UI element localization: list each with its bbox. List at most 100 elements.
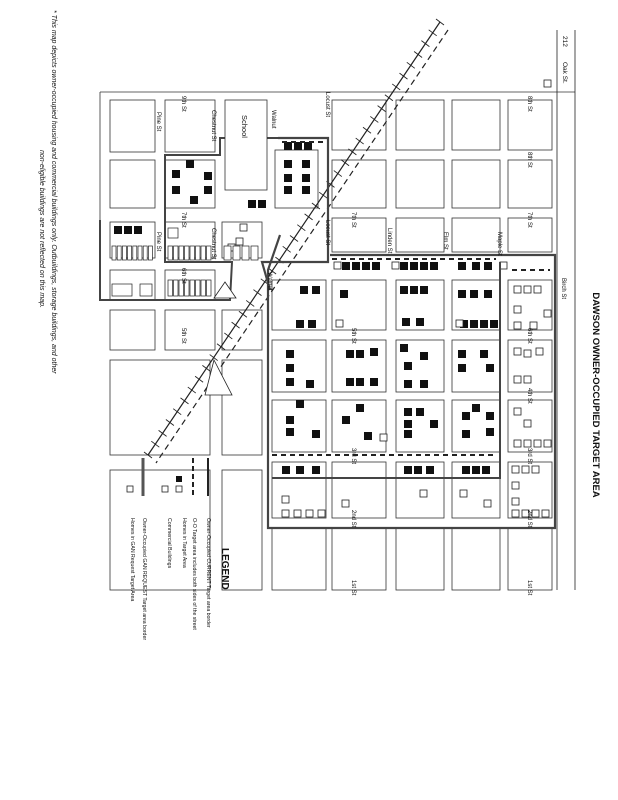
school-building (224, 99, 268, 191)
city-block (395, 279, 445, 331)
home-marker-open (529, 321, 538, 330)
legend-gan-homes-swatch (126, 485, 134, 493)
home-marker-filled (190, 196, 198, 204)
commercial-building (111, 245, 117, 261)
commercial-building (167, 245, 173, 261)
home-marker-filled (312, 466, 320, 474)
home-marker-filled (370, 378, 378, 386)
railroad-tie (209, 354, 218, 361)
home-marker-open (511, 465, 520, 474)
home-marker-open (543, 309, 552, 318)
legend-heading: LEGEND (219, 548, 230, 590)
home-marker-open (239, 223, 248, 232)
home-marker-filled (472, 404, 480, 412)
city-block (331, 339, 387, 393)
home-marker-open (455, 319, 464, 328)
home-marker-open (521, 465, 530, 474)
railroad-tie (377, 105, 386, 112)
home-marker-filled (302, 174, 310, 182)
commercial-building (195, 245, 201, 261)
current-target-border (266, 234, 557, 530)
home-marker-open (281, 509, 290, 518)
homes-in-target-area (114, 142, 498, 474)
home-marker-filled (302, 186, 310, 194)
home-marker-filled (484, 262, 492, 270)
street-label-8th-west: 8th St (526, 152, 532, 168)
legend-item-gan-border: Owner-Occupied GAN REQUEST Target area b… (141, 518, 147, 640)
legend-item-gan-homes: Homes in GAN Request Target Area (129, 518, 135, 601)
city-block (109, 159, 156, 209)
home-marker-open (511, 509, 520, 518)
home-marker-open (499, 261, 508, 270)
map-title: DAWSON OWNER-OCCUPIED TARGET AREA (590, 292, 601, 497)
home-marker-open (341, 499, 350, 508)
city-block (451, 217, 501, 253)
home-marker-filled (430, 262, 438, 270)
railroad-tie (391, 83, 401, 91)
home-marker-filled (460, 320, 468, 328)
railroad-tie (151, 440, 160, 448)
city-block (164, 309, 216, 351)
street-label-4th-east: 4th St (526, 388, 532, 404)
home-marker-filled (404, 466, 412, 474)
street-label-chestnut: Chestnut St (210, 110, 216, 142)
home-marker-filled (480, 350, 488, 358)
legend-item-homes: Homes in Target Area (181, 518, 187, 568)
commercial-building (111, 283, 133, 297)
home-marker-open (305, 509, 314, 518)
city-block (451, 527, 501, 591)
home-marker-filled (458, 290, 466, 298)
home-marker-filled (480, 320, 488, 328)
city-block (507, 159, 553, 209)
street-label-pine: Pine St (155, 112, 161, 132)
commercial-building (127, 245, 132, 261)
city-block (331, 99, 387, 151)
home-marker-filled (342, 262, 350, 270)
street-label-birch: Birch St (560, 278, 566, 299)
commercial-building (167, 279, 173, 297)
home-marker-open (543, 439, 552, 448)
commercial-building (122, 245, 127, 261)
home-marker-open (535, 347, 544, 356)
home-marker-filled (352, 262, 360, 270)
home-marker-filled (302, 160, 310, 168)
city-block (274, 149, 319, 209)
railroad-tie (172, 408, 182, 416)
railroad-tie (238, 310, 248, 318)
home-marker-filled (404, 362, 412, 370)
legend-homes-swatch-filled (176, 476, 182, 482)
legend-homes-swatch-open (175, 485, 183, 493)
home-marker-open (419, 489, 428, 498)
home-marker-open (523, 375, 532, 384)
home-marker-filled (296, 466, 304, 474)
home-marker-filled (402, 318, 410, 326)
city-block (507, 99, 553, 151)
city-block (451, 159, 501, 209)
home-marker-filled (420, 262, 428, 270)
street-blocks (99, 91, 575, 591)
city-block (271, 527, 327, 591)
legend: LEGEND Owner-Occupied CURRENT Target are… (126, 458, 230, 640)
home-marker-filled (430, 420, 438, 428)
street-label-chestnut-south: Chestnut St (210, 228, 216, 260)
home-marker-filled (490, 320, 498, 328)
home-marker-open (513, 375, 522, 384)
home-marker-filled (362, 262, 370, 270)
railroad-tie (224, 332, 233, 340)
commercial-building (139, 283, 153, 297)
gan-request-border-east (272, 262, 501, 479)
home-marker-open (523, 285, 532, 294)
home-marker-filled (472, 262, 480, 270)
home-marker-filled (420, 286, 428, 294)
commercial-building (148, 245, 153, 261)
home-marker-open (513, 305, 522, 314)
home-marker-filled (458, 364, 466, 372)
city-block (395, 217, 445, 253)
legend-item-both-sides: O-O Target area includes both sides of t… (191, 518, 197, 630)
home-marker-filled (356, 404, 364, 412)
commercial-building (250, 245, 259, 261)
commercial-building (189, 279, 195, 297)
street-label-7th-east: 7th St (526, 212, 532, 228)
home-marker-filled (286, 364, 294, 372)
